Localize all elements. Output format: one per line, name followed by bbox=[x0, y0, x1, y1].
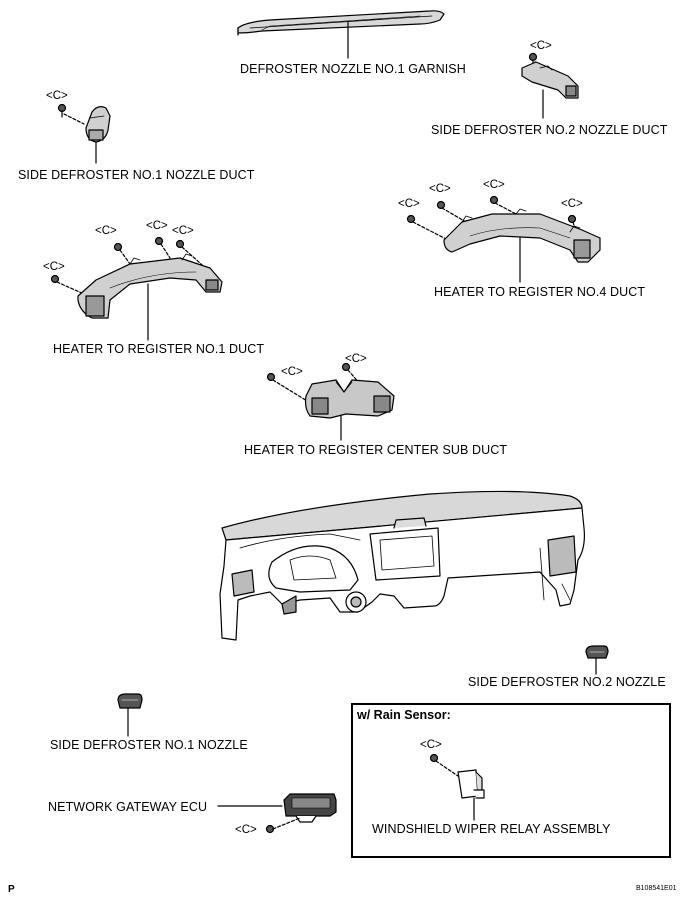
label-wiper-relay: WINDSHIELD WIPER RELAY ASSEMBLY bbox=[372, 822, 611, 836]
label-heater-no1-duct: HEATER TO REGISTER NO.1 DUCT bbox=[53, 342, 265, 356]
heater-no4-duct-part bbox=[406, 195, 601, 283]
screw-label: <C> bbox=[530, 40, 552, 52]
rain-sensor-box bbox=[351, 703, 671, 858]
side-defroster-no1-nozzle-part bbox=[117, 693, 143, 737]
screw-label: <C> bbox=[235, 824, 257, 836]
label-heater-center-sub-duct: HEATER TO REGISTER CENTER SUB DUCT bbox=[244, 443, 508, 457]
screw-label: <C> bbox=[429, 183, 451, 195]
screw-label: <C> bbox=[398, 198, 420, 210]
screw-label: <C> bbox=[420, 739, 442, 751]
screw-label: <C> bbox=[345, 353, 367, 365]
screw-label: <C> bbox=[483, 179, 505, 191]
network-gateway-ecu-part bbox=[217, 793, 337, 834]
label-side-defroster-no2-nozzle: SIDE DEFROSTER NO.2 NOZZLE bbox=[468, 675, 666, 689]
screw-label: <C> bbox=[172, 225, 194, 237]
heater-no1-duct-part bbox=[50, 236, 223, 341]
screw-label: <C> bbox=[95, 225, 117, 237]
defroster-garnish-part bbox=[237, 10, 445, 59]
screw-label: <C> bbox=[561, 198, 583, 210]
side-defroster-no1-duct-part bbox=[57, 103, 111, 164]
label-network-gateway-ecu: NETWORK GATEWAY ECU bbox=[48, 800, 208, 814]
label-side-defroster-no2-duct: SIDE DEFROSTER NO.2 NOZZLE DUCT bbox=[431, 123, 668, 137]
screw-label: <C> bbox=[281, 366, 303, 378]
side-defroster-no2-nozzle-part bbox=[585, 645, 609, 675]
figure-code: B108541E01 bbox=[636, 885, 677, 892]
instrument-panel-part bbox=[219, 490, 585, 641]
side-defroster-no2-duct-part bbox=[521, 52, 579, 119]
label-defroster-garnish: DEFROSTER NOZZLE NO.1 GARNISH bbox=[240, 62, 466, 76]
screw-label: <C> bbox=[43, 261, 65, 273]
label-side-defroster-no1-nozzle: SIDE DEFROSTER NO.1 NOZZLE bbox=[50, 738, 248, 752]
label-heater-no4-duct: HEATER TO REGISTER NO.4 DUCT bbox=[434, 285, 646, 299]
screw-label: <C> bbox=[146, 220, 168, 232]
label-side-defroster-no1-duct: SIDE DEFROSTER NO.1 NOZZLE DUCT bbox=[18, 168, 255, 182]
page-letter: P bbox=[8, 884, 15, 895]
wiper-relay-part bbox=[429, 753, 485, 821]
heater-center-sub-duct-part bbox=[266, 362, 395, 441]
screw-label: <C> bbox=[46, 90, 68, 102]
rain-sensor-box-title: w/ Rain Sensor: bbox=[357, 708, 451, 722]
